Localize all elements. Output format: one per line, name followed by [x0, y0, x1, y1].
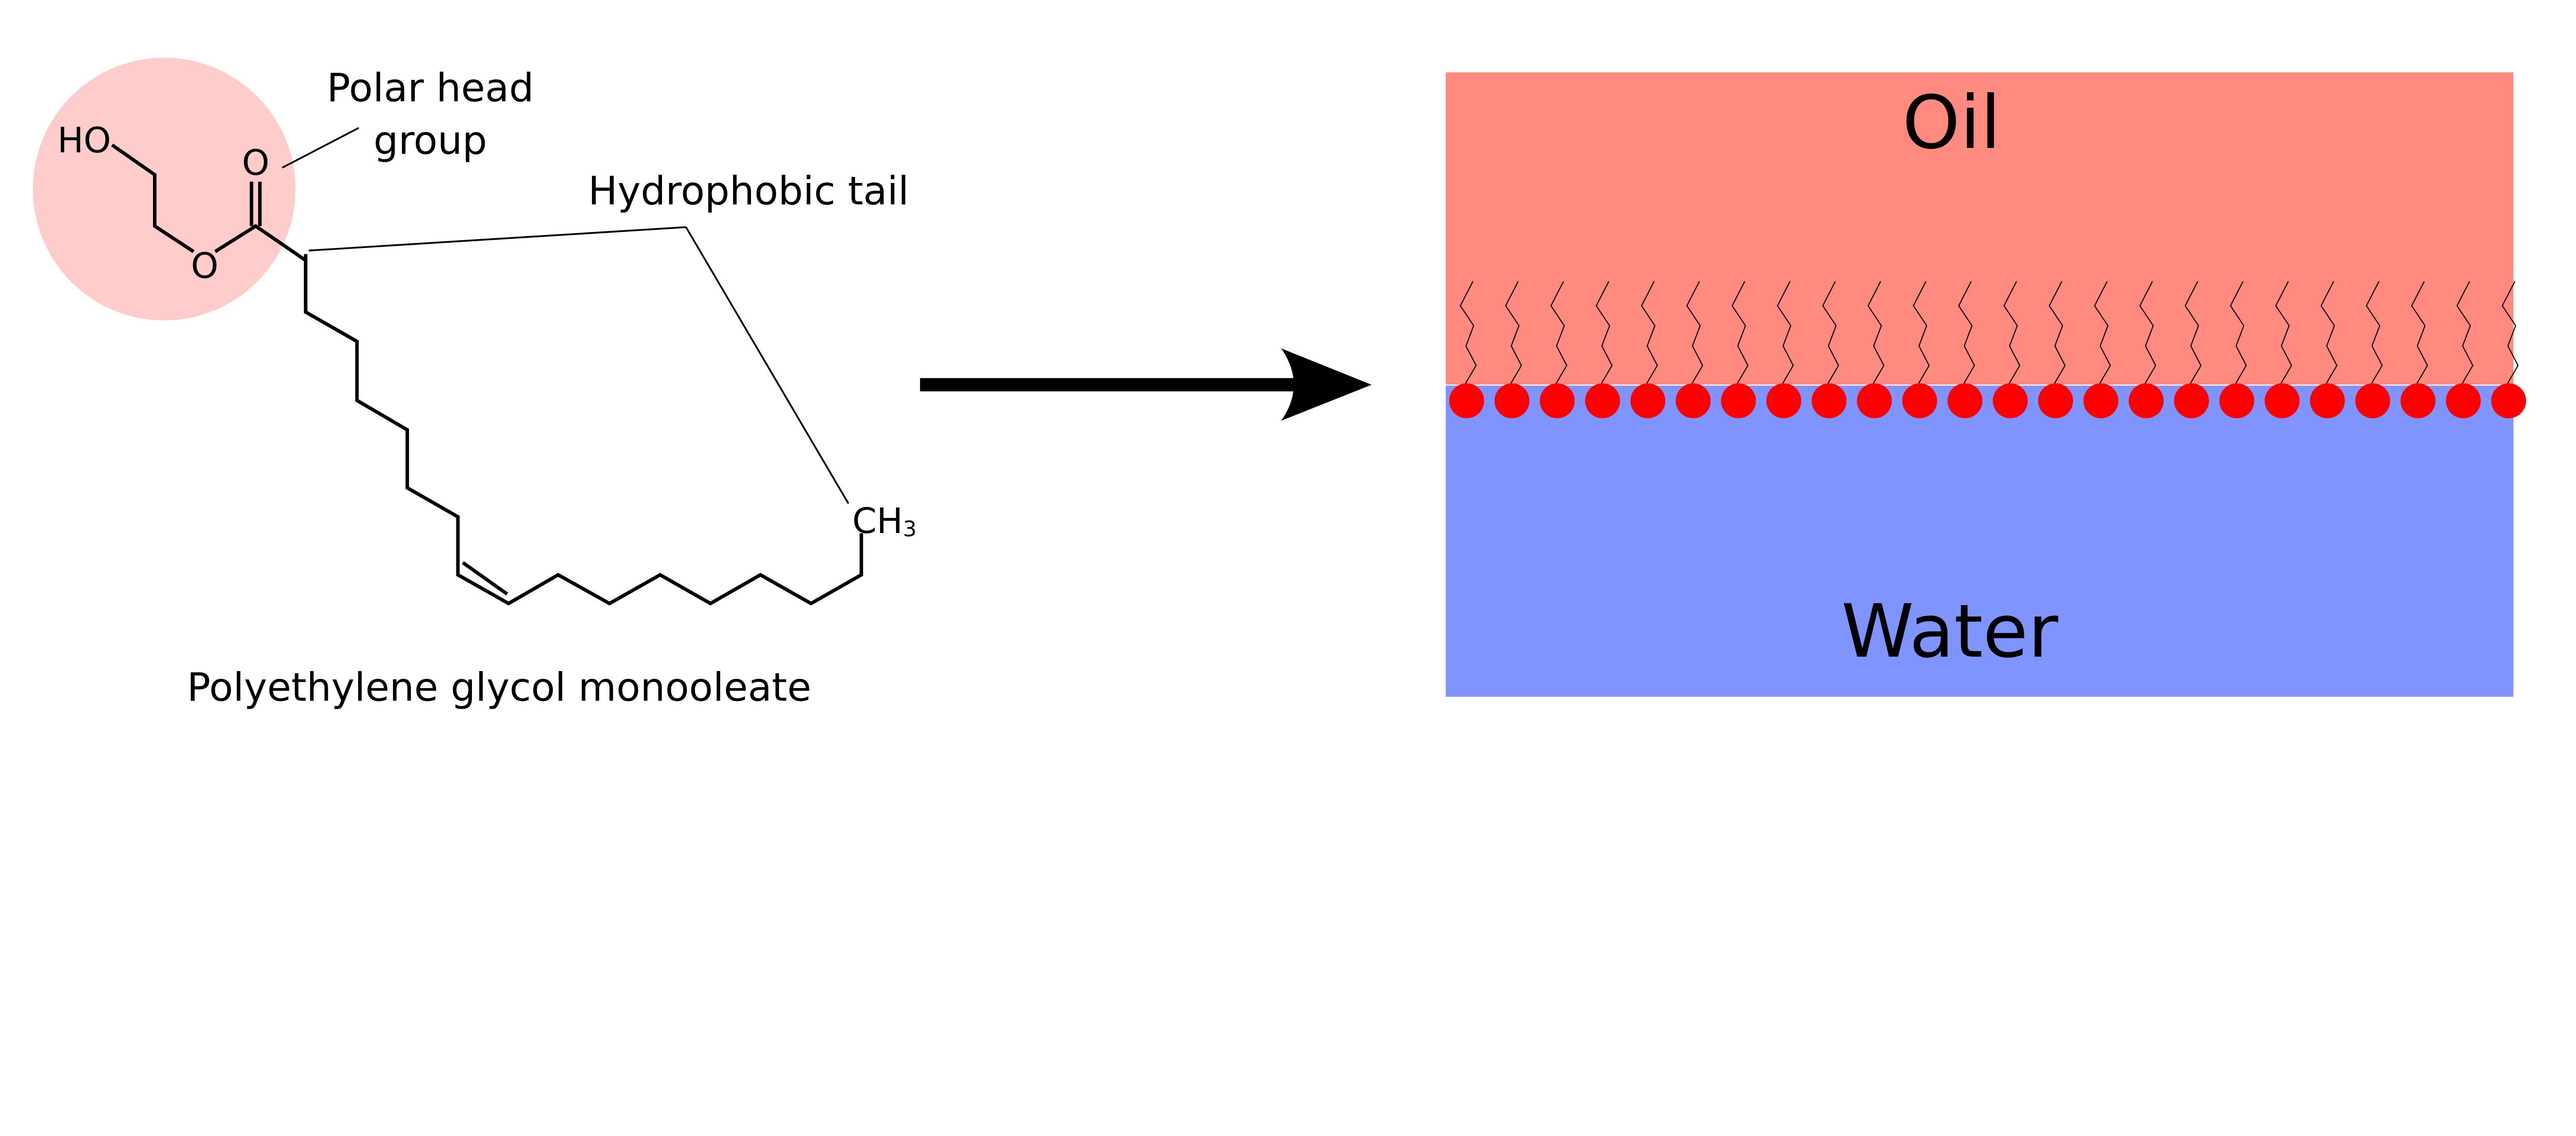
- surfactant-diagram: HO O O CH3 Polar head group Hydrophobic …: [32, 57, 2527, 710]
- ester-oxygen-label: O: [191, 245, 218, 286]
- oil-phase: [1446, 72, 2514, 385]
- surfactant-molecule: [1993, 281, 2028, 419]
- surfactant-head: [2128, 383, 2164, 419]
- polar-head-label-line2: group: [374, 118, 487, 163]
- polar-head-highlight: [32, 57, 296, 321]
- surfactant-head: [1539, 383, 1575, 419]
- surfactant-layer: [1449, 281, 2527, 419]
- surfactant-head: [1494, 383, 1530, 419]
- surfactant-molecule: [1902, 281, 1937, 419]
- surfactant-molecule: [2174, 281, 2209, 419]
- surfactant-tail: [2456, 281, 2473, 384]
- surfactant-head: [1675, 383, 1711, 419]
- molecule-structure: HO O O CH3: [57, 120, 917, 606]
- polar-head-label-line1: Polar head: [327, 65, 534, 111]
- surfactant-head: [1947, 383, 1982, 419]
- water-label: Water: [1841, 588, 2058, 674]
- surfactant-tail: [1776, 281, 1794, 384]
- surfactant-molecule: [1857, 281, 1892, 419]
- surfactant-head: [2219, 383, 2255, 419]
- surfactant-tail: [2094, 281, 2111, 384]
- surfactant-tail: [1958, 281, 1975, 384]
- surfactant-molecule: [1539, 281, 1575, 419]
- ester-bonds: [214, 224, 307, 262]
- surfactant-molecule: [2038, 281, 2073, 419]
- surfactant-molecule: [2128, 281, 2164, 419]
- tail-start-pointer-arrow: [308, 226, 686, 252]
- surfactant-head: [2310, 383, 2345, 419]
- surfactant-head: [1630, 383, 1666, 419]
- surfactant-molecule: [1721, 281, 1756, 419]
- surfactant-molecule: [2491, 281, 2527, 419]
- surfactant-tail: [2230, 281, 2247, 384]
- surfactant-tail: [2501, 281, 2519, 384]
- surfactant-molecule: [1811, 281, 1847, 419]
- surfactant-tail: [1822, 281, 1839, 384]
- surfactant-head: [2355, 383, 2391, 419]
- surfactant-head: [2400, 383, 2436, 419]
- water-phase: [1446, 385, 2514, 697]
- surfactant-molecule: [2310, 281, 2345, 419]
- surfactant-molecule: [2219, 281, 2255, 419]
- tail-end-pointer-arrow: [685, 226, 850, 504]
- surfactant-head: [2038, 383, 2073, 419]
- hydroxyl-label: HO: [57, 120, 111, 161]
- surfactant-head: [2083, 383, 2119, 419]
- surfactant-molecule: [1766, 281, 1802, 419]
- surfactant-head: [1902, 383, 1937, 419]
- carbonyl-oxygen-label: O: [242, 142, 269, 183]
- surfactant-head: [2264, 383, 2300, 419]
- methyl-label: CH3: [852, 500, 917, 542]
- surfactant-head: [2446, 383, 2481, 419]
- surfactant-head: [1721, 383, 1756, 419]
- surfactant-head: [1811, 383, 1847, 419]
- surfactant-head: [2174, 383, 2209, 419]
- surfactant-head: [1766, 383, 1802, 419]
- surfactant-tail: [2139, 281, 2157, 384]
- surfactant-molecule: [1947, 281, 1982, 419]
- figure-frame: HO O O CH3 Polar head group Hydrophobic …: [32, 57, 2527, 710]
- surfactant-molecule: [1494, 281, 1530, 419]
- surfactant-tail: [2275, 281, 2293, 384]
- oil-label: Oil: [1902, 80, 2001, 166]
- surfactant-head: [1449, 383, 1484, 419]
- surfactant-tail: [1550, 281, 1568, 384]
- surfactant-molecule: [1585, 281, 1620, 419]
- surfactant-tail: [1641, 281, 1658, 384]
- surfactant-molecule: [2264, 281, 2300, 419]
- surfactant-tail: [2411, 281, 2428, 384]
- surfactant-molecule: [2355, 281, 2391, 419]
- surfactant-tail: [1686, 281, 1703, 384]
- surfactant-tail: [2003, 281, 2021, 384]
- surfactant-molecule: [1675, 281, 1711, 419]
- glycol-bonds: [111, 143, 195, 253]
- methyl-ch: CH: [852, 500, 903, 541]
- surfactant-tail: [1731, 281, 1749, 384]
- surfactant-tail: [2320, 281, 2337, 384]
- cis-double-bond: [462, 561, 509, 596]
- surfactant-tail: [1867, 281, 1885, 384]
- surfactant-head: [1993, 383, 2028, 419]
- surfactant-tail: [1460, 281, 1477, 384]
- surfactant-head: [2491, 383, 2527, 419]
- surfactant-tail: [1596, 281, 1613, 384]
- surfactant-tail: [2366, 281, 2383, 384]
- surfactant-head: [1857, 383, 1892, 419]
- surfactant-head: [1585, 383, 1620, 419]
- molecule-name-caption: Polyethylene glycol monooleate: [187, 664, 811, 710]
- surfactant-tail: [1505, 281, 1522, 384]
- surfactant-molecule: [1449, 281, 1484, 419]
- surfactant-molecule: [2400, 281, 2436, 419]
- surfactant-molecule: [1630, 281, 1666, 419]
- hydrophobic-tail-label: Hydrophobic tail: [588, 169, 909, 214]
- surfactant-tail: [1912, 281, 1930, 384]
- hydrocarbon-chain: [303, 254, 863, 606]
- methyl-subscript: 3: [903, 516, 917, 542]
- polar-head-pointer-arrow: [282, 127, 360, 169]
- surfactant-molecule: [2083, 281, 2119, 419]
- surfactant-molecule: [2446, 281, 2481, 419]
- transition-arrow: [920, 348, 1372, 421]
- surfactant-tail: [2184, 281, 2202, 384]
- surfactant-tail: [2048, 281, 2066, 384]
